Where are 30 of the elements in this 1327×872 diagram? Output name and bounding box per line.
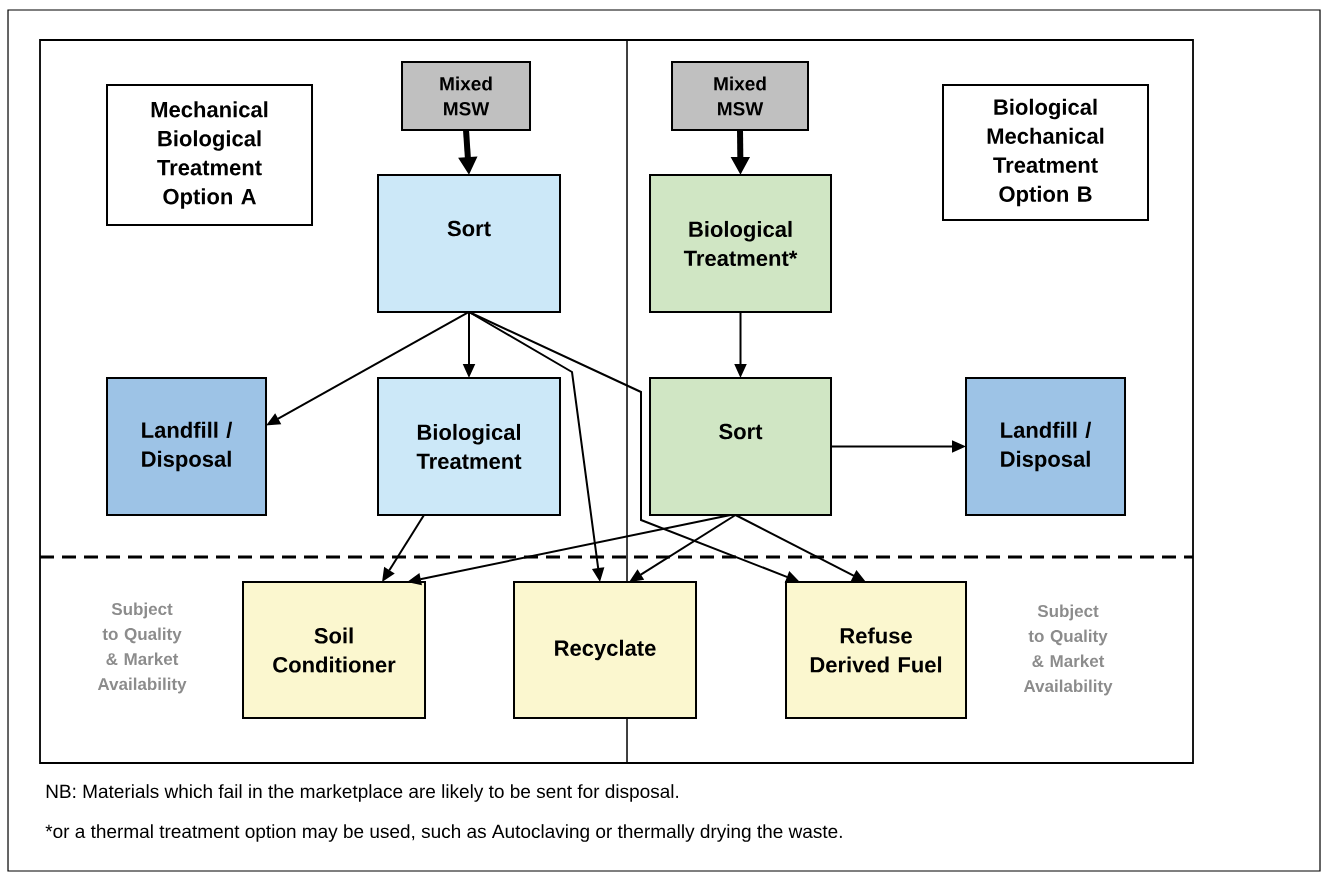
title-box <box>942 84 1149 221</box>
node-label: Landfill / Disposal <box>142 421 233 472</box>
node-label: Mixed MSW <box>440 76 492 116</box>
side-note: Subject to Quality & Market Availability <box>1023 604 1113 696</box>
node-label: Mixed MSW <box>714 76 766 116</box>
footnote: NB: Materials which fail in the marketplace are likely to be sent for disposal. <box>46 784 679 802</box>
node-label: Refuse Derived Fuel <box>810 627 942 673</box>
disposal-box <box>965 377 1126 516</box>
disposal-box <box>106 377 267 516</box>
node-label: Biological Mechanical Treatment Option B <box>987 98 1104 207</box>
node-label: Landfill / Disposal <box>1001 421 1092 472</box>
input-box <box>401 61 531 131</box>
input-box <box>671 61 809 131</box>
process-box <box>377 377 561 516</box>
output-box <box>785 581 967 719</box>
node-label: Biological Treatment* <box>683 220 798 267</box>
process-box <box>377 174 561 313</box>
node-label: Soil Conditioner <box>273 627 396 673</box>
title-box <box>106 84 313 226</box>
node-label: Sort <box>447 220 491 237</box>
node-label: Recyclate <box>555 639 656 661</box>
node-label: Sort <box>719 423 763 440</box>
process-box <box>649 174 832 313</box>
output-box <box>242 581 426 719</box>
node-label: Biological Treatment <box>416 423 522 470</box>
process-box <box>649 377 832 516</box>
side-note: Subject to Quality & Market Availability <box>97 602 187 694</box>
node-label: Mechanical Biological Treatment Option A <box>151 101 268 209</box>
footnote: *or a thermal treatment option may be used, such as Autoclaving or thermally drying the waste. <box>45 824 842 842</box>
output-box <box>513 581 697 719</box>
